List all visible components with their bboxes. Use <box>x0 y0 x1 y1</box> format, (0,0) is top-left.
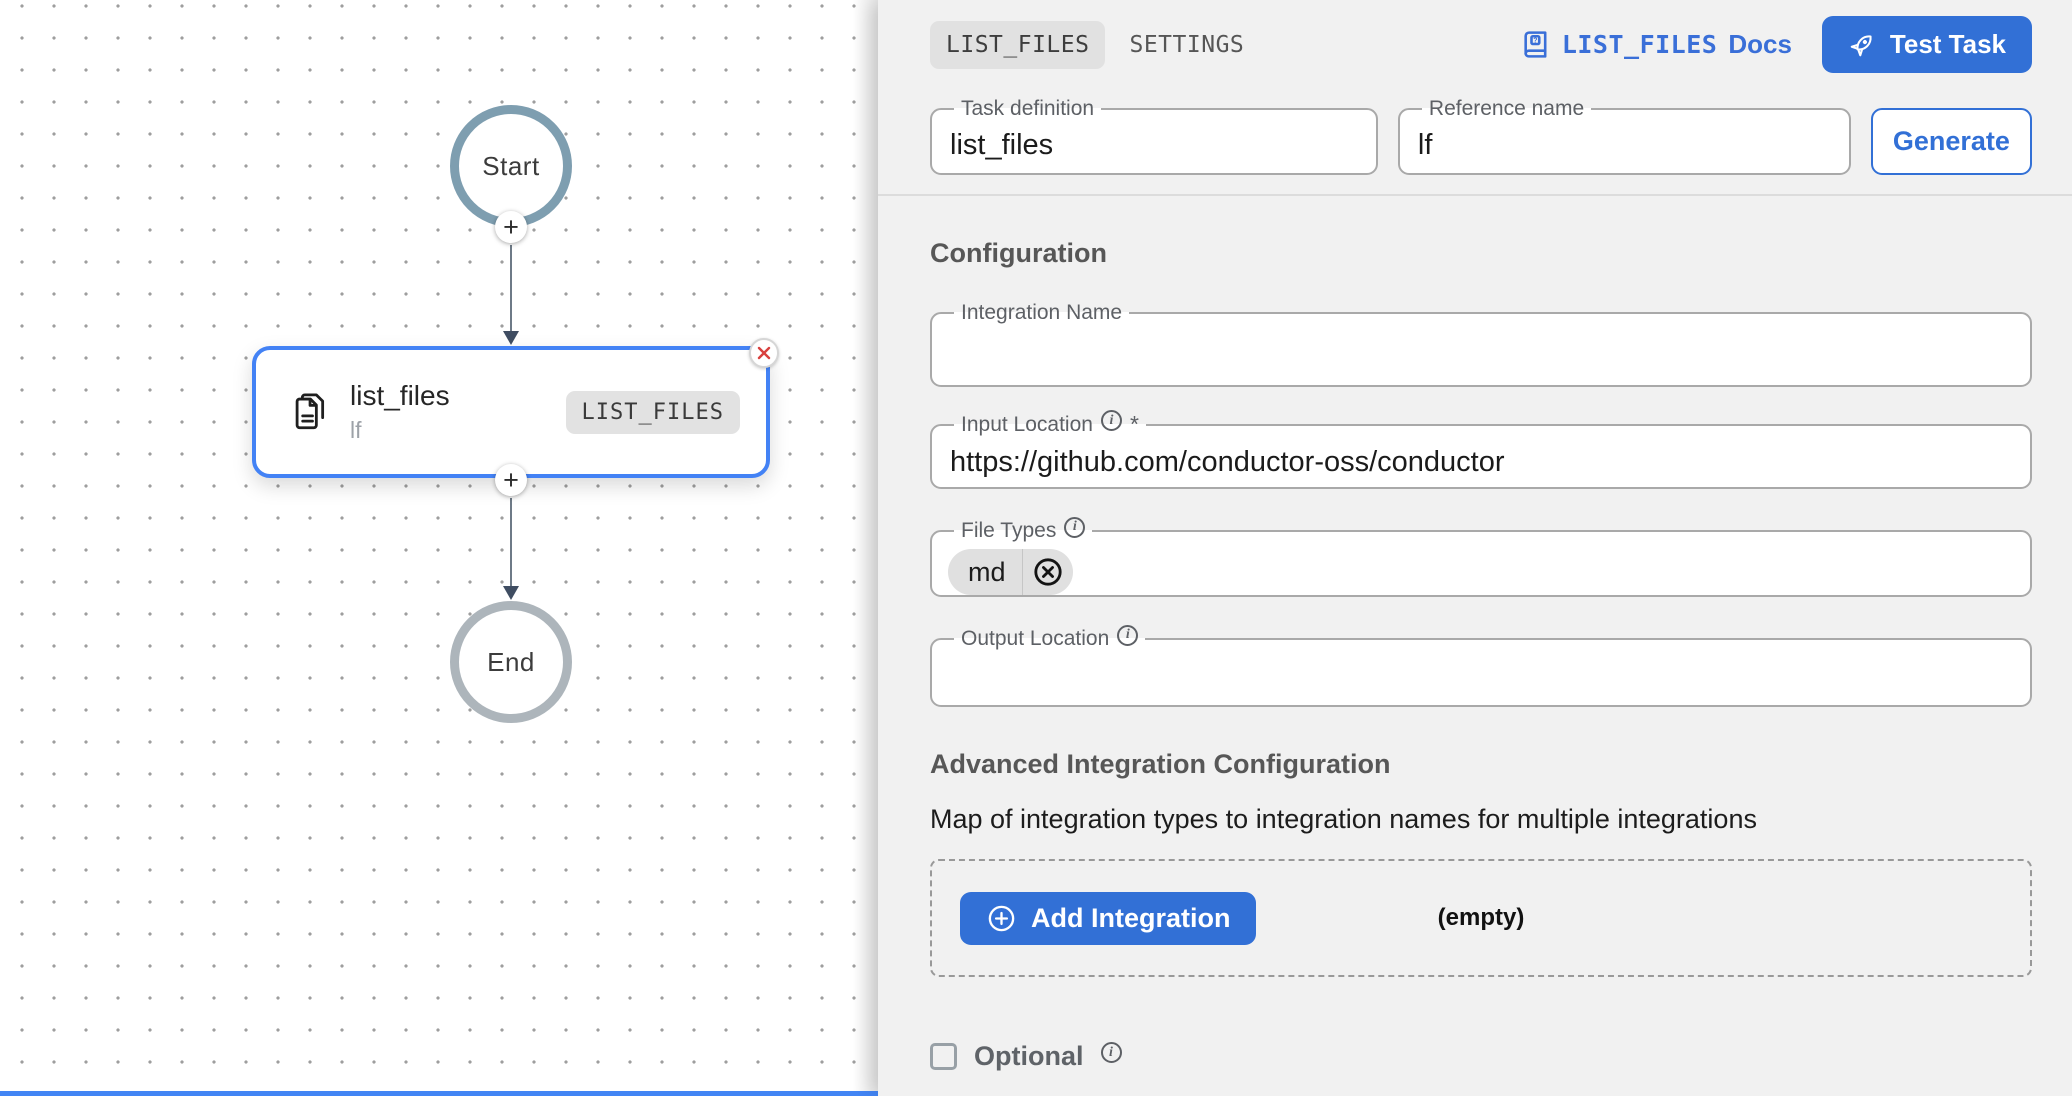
required-asterisk: * <box>1129 411 1139 437</box>
canvas-edge-shadow <box>852 0 878 1096</box>
integration-map-dropzone: Add Integration (empty) <box>930 859 2032 977</box>
chip-remove-button[interactable] <box>1031 555 1065 589</box>
plus-circle-icon <box>988 905 1015 931</box>
add-task-button-after-start[interactable]: + <box>495 211 527 243</box>
task-config-panel: LIST_FILES SETTINGS ? LIST_FILES Docs <box>878 0 2072 1096</box>
output-location-value[interactable] <box>948 651 2014 659</box>
optional-row: Optional i <box>930 1041 2032 1072</box>
close-icon <box>757 346 771 360</box>
input-location-label: Input Location i * <box>961 410 1139 437</box>
task-node-reference: lf <box>350 417 362 443</box>
input-location-field[interactable]: Input Location i * https://github.com/co… <box>930 410 2032 489</box>
advanced-integration-heading: Advanced Integration Configuration <box>930 749 1391 779</box>
header-actions: ? LIST_FILES Docs Tes <box>1520 16 2032 73</box>
task-node-name: list_files <box>350 380 450 411</box>
panel-tabs-row: LIST_FILES SETTINGS ? LIST_FILES Docs <box>930 16 2032 73</box>
test-task-label: Test Task <box>1889 29 2006 59</box>
panel-content: Configuration Integration Name Input Loc… <box>878 238 2072 1072</box>
test-task-button[interactable]: Test Task <box>1821 16 2032 73</box>
reference-name-value[interactable]: lf <box>1417 129 1433 161</box>
end-node-label: End <box>487 646 535 677</box>
task-node-list-files[interactable]: list_files lf LIST_FILES <box>252 338 779 478</box>
integration-name-label: Integration Name <box>961 301 1123 324</box>
svg-text:?: ? <box>1533 37 1537 44</box>
generate-button[interactable]: Generate <box>1870 108 2032 175</box>
optional-checkbox[interactable] <box>930 1043 957 1070</box>
reference-name-field[interactable]: Reference name lf <box>1397 97 1851 175</box>
tab-list-files[interactable]: LIST_FILES <box>930 20 1106 69</box>
optional-label: Optional <box>974 1041 1084 1071</box>
header-divider <box>878 194 2072 196</box>
advanced-integration-description: Map of integration types to integration … <box>930 804 1757 834</box>
plus-icon: + <box>503 464 519 495</box>
cancel-circle-icon <box>1033 558 1062 586</box>
input-location-value[interactable]: https://github.com/conductor-oss/conduct… <box>950 446 1505 478</box>
task-definition-label: Task definition <box>961 97 1095 120</box>
output-location-label: Output Location i <box>954 624 1145 651</box>
help-book-icon: ? <box>1524 31 1547 58</box>
end-node[interactable]: End <box>450 601 572 723</box>
document-icon <box>295 393 325 430</box>
task-definition-field[interactable]: Task definition list_files <box>930 97 1378 175</box>
file-type-chip-label: md <box>968 556 1006 587</box>
panel-header: LIST_FILES SETTINGS ? LIST_FILES Docs <box>878 0 2072 175</box>
task-node-text: list_files lf <box>350 380 450 444</box>
output-location-field[interactable]: Output Location i <box>930 624 2032 707</box>
task-definition-value[interactable]: list_files <box>950 129 1054 161</box>
docs-link[interactable]: ? LIST_FILES Docs <box>1520 29 1792 60</box>
info-icon[interactable]: i <box>1100 410 1122 431</box>
connector-arrow-start-to-task <box>503 245 519 345</box>
task-type-badge: LIST_FILES <box>565 390 740 434</box>
add-task-button-after-task[interactable]: + <box>495 464 527 496</box>
rocket-icon <box>1850 35 1872 57</box>
tab-settings[interactable]: SETTINGS <box>1129 31 1245 58</box>
docs-link-suffix: Docs <box>1728 29 1792 59</box>
add-integration-button[interactable]: Add Integration <box>960 891 1257 945</box>
empty-map-text: (empty) <box>1437 904 1525 931</box>
integration-name-field[interactable]: Integration Name <box>930 301 2032 387</box>
start-node[interactable]: Start <box>450 105 572 227</box>
file-type-chip[interactable]: md <box>948 549 1073 595</box>
start-node-label: Start <box>482 150 540 181</box>
configuration-heading: Configuration <box>930 238 1107 268</box>
info-icon[interactable]: i <box>1100 1042 1122 1063</box>
integration-name-value[interactable] <box>948 325 2014 333</box>
file-types-label: File Types i <box>954 516 1092 543</box>
delete-task-button[interactable] <box>749 338 779 368</box>
info-icon[interactable]: i <box>1064 516 1086 538</box>
connector-arrow-task-to-end <box>503 498 519 600</box>
canvas-bottom-bar <box>0 1091 878 1096</box>
info-icon[interactable]: i <box>1117 624 1139 646</box>
definition-row: Task definition list_files Reference nam… <box>930 97 2032 175</box>
chip-divider <box>1021 549 1023 595</box>
docs-link-task-name: LIST_FILES <box>1561 30 1718 59</box>
workflow-canvas[interactable]: Start + list_files lf LIST_FILES <box>0 0 878 1096</box>
file-types-field[interactable]: File Types i md <box>930 516 2032 597</box>
plus-icon: + <box>503 211 519 242</box>
add-integration-label: Add Integration <box>1031 902 1231 933</box>
reference-name-label: Reference name <box>1428 97 1585 120</box>
